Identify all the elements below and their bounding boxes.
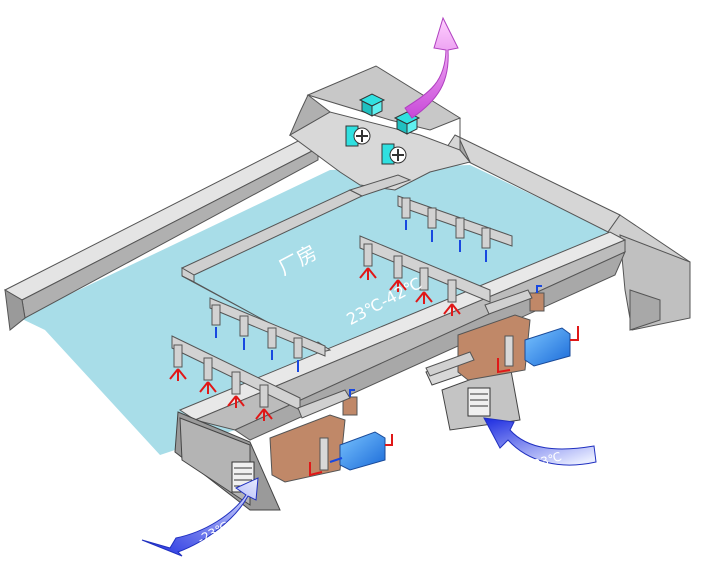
air-outlet-icon bbox=[215, 220, 487, 372]
left-wall bbox=[3, 139, 320, 331]
branch-duct-center bbox=[209, 297, 326, 359]
branch-duct-right-upper bbox=[397, 195, 513, 249]
louver-icon bbox=[467, 387, 491, 417]
branch-duct-right-lower bbox=[359, 235, 491, 303]
intake-temp-left: -23℃ bbox=[195, 519, 231, 547]
ac-duct bbox=[297, 289, 533, 419]
intake-arrow-left bbox=[141, 477, 259, 557]
exhaust-arrow bbox=[404, 16, 459, 119]
ac-unit-left bbox=[269, 389, 393, 483]
air-outlet-icon bbox=[169, 267, 461, 421]
ac-unit-right bbox=[457, 285, 579, 381]
intake-arrow-right bbox=[483, 417, 597, 466]
exhaust-fan-icon bbox=[381, 143, 407, 165]
exhaust-fan-icon bbox=[345, 125, 371, 147]
right-wall bbox=[444, 134, 691, 331]
exhaust-room bbox=[288, 65, 471, 191]
roof-vent-icon bbox=[358, 93, 386, 117]
